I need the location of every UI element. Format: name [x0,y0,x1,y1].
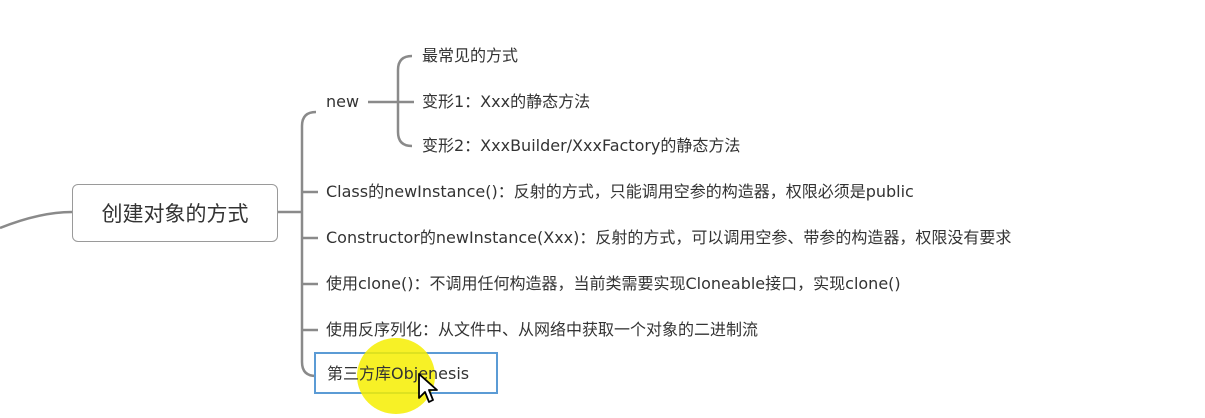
root-node-label: 创建对象的方式 [101,202,249,226]
child-node-variant-2[interactable]: 变形2：XxxBuilder/XxxFactory的静态方法 [422,136,741,155]
child-node-variant-1[interactable]: 变形1：Xxx的静态方法 [422,92,591,111]
branch-node-new[interactable]: new [326,92,360,111]
root-node[interactable]: 创建对象的方式 [72,184,278,242]
incoming-connector [0,210,73,230]
selected-node-objenesis-label: 第三方库Objenesis [327,364,470,383]
branch-node-constructor-newinstance[interactable]: Constructor的newInstance(Xxx)：反射的方式，可以调用空… [326,228,1012,247]
child-node-most-common[interactable]: 最常见的方式 [422,46,519,65]
mouse-pointer-icon [418,373,438,403]
branch-node-class-newinstance[interactable]: Class的newInstance()：反射的方式，只能调用空参的构造器，权限必… [326,182,914,201]
branch-node-clone[interactable]: 使用clone()：不调用任何构造器，当前类需要实现Cloneable接口，实现… [326,274,901,293]
branch-node-deserialize[interactable]: 使用反序列化：从文件中、从网络中获取一个对象的二进制流 [326,320,759,339]
branch-spine [300,110,317,378]
